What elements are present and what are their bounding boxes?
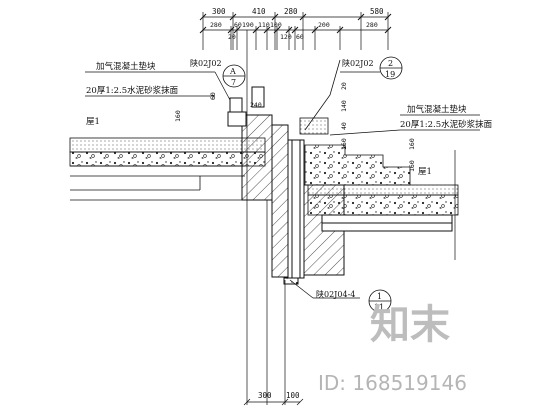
dim-top-580: 580	[370, 7, 384, 16]
dim-top-410: 410	[252, 7, 266, 16]
dim-row2-2: 60	[234, 21, 242, 29]
dim-row2-9: 280	[366, 21, 378, 29]
watermark-logo-text: 知末	[370, 302, 450, 348]
ref-left-text: 陕02J02	[190, 58, 222, 68]
watermark-id-text: ID: 168519146	[318, 371, 467, 395]
reference-bubble-left: A 7 陕02J02	[190, 58, 246, 88]
dim-right-140: 140	[340, 100, 348, 112]
note-left-line1: 加气混凝土垫块	[96, 61, 156, 72]
dim-left-160: 160	[174, 110, 182, 122]
note-right-line1: 加气混凝土垫块	[407, 104, 467, 115]
dim-row2-6: 120	[280, 33, 292, 41]
dim-left-60: 60	[209, 92, 217, 100]
dim-right-160b: 160	[408, 160, 416, 172]
dim-right-40: 40	[340, 122, 348, 130]
ref-right-text: 陕02J02	[342, 58, 374, 68]
note-right-line2: 20厚1:2.5水泥砂浆抹面	[400, 119, 493, 130]
dim-bottom-300: 300	[258, 391, 272, 400]
parapet-wall	[227, 86, 453, 285]
dim-right-20: 20	[340, 82, 348, 90]
dim-row2-4: 110	[258, 21, 270, 29]
ref-bottom-top: 1	[377, 292, 382, 301]
leader-lines	[85, 71, 480, 299]
dim-right-160: 160	[340, 138, 348, 150]
ref-bottom-bottom: 11	[374, 303, 384, 312]
floor-label-right: 屋1	[418, 167, 432, 177]
left-roof-layers	[69, 137, 266, 201]
reference-bubble-bottom: 1 11 陕02J04-4	[316, 289, 392, 313]
right-roof-layers	[299, 59, 459, 216]
dim-row2-0: 280	[210, 21, 222, 29]
ref-left-top: A	[229, 67, 236, 76]
ref-left-bottom: 7	[231, 78, 236, 87]
dim-top-300: 300	[212, 7, 226, 16]
reference-bubble-right: 2 19 陕02J02	[342, 56, 403, 80]
dim-row2-5: 100	[270, 21, 282, 29]
bottom-dimension-chain	[243, 398, 304, 406]
dim-row2-8: 200	[318, 21, 330, 29]
note-left-line2: 20厚1:2.5水泥砂浆抹面	[86, 85, 179, 96]
dim-mid-240: 240	[250, 101, 262, 109]
ref-right-bottom: 19	[385, 70, 395, 79]
floor-label-left: 屋1	[86, 117, 100, 127]
ref-bottom-text: 陕02J04-4	[316, 289, 355, 299]
dim-top-280: 280	[284, 7, 298, 16]
top-dimension-ticks	[199, 13, 392, 34]
dim-row2-3: 190	[242, 21, 254, 29]
dim-row2-7: 60	[296, 33, 304, 41]
ref-right-top: 2	[388, 59, 393, 68]
dim-bottom-100: 100	[286, 391, 300, 400]
dim-row2-1: 20	[228, 33, 236, 41]
dim-right-160a: 160	[408, 138, 416, 150]
